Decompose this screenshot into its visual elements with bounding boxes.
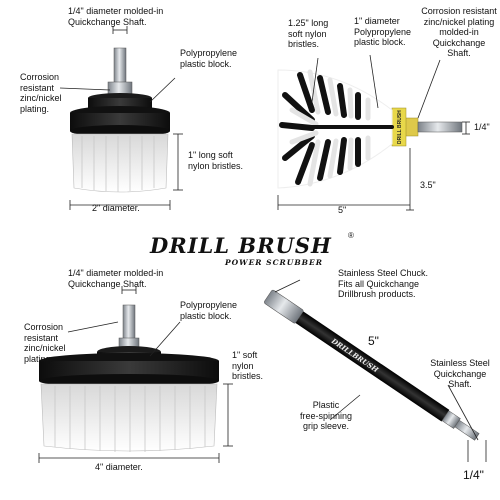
bl-bristles-label: 1" soft nylon bristles. (232, 350, 264, 381)
bl-shaft-label: 1/4" diameter molded-in Quickchange Shaf… (68, 268, 164, 289)
logo-tagline: POWER SCRUBBER (225, 258, 323, 267)
brush-4in (39, 304, 219, 452)
tr-height-dim: 3.5" (420, 180, 436, 190)
bl-diameter-label: 4" diameter. (95, 462, 143, 472)
tl-diameter-label: 2" diameter. (92, 203, 140, 213)
tl-block-label: Polypropylene plastic block. (180, 48, 238, 69)
dimension-lines-top-left (59, 26, 183, 210)
brush-cone: DRILL BRUSH (277, 69, 463, 189)
br-shaft-dim: 1/4" (463, 468, 484, 482)
bl-plating-label: Corrosion resistant zinc/nickel plating. (24, 322, 66, 364)
brush-2in (70, 47, 170, 193)
br-shaft-label: Stainless Steel Quickchange Shaft. (430, 358, 490, 389)
drillbrush-logo: DRILL BRUSH ® POWER SCRUBBER (150, 231, 360, 273)
br-length-dim: 5" (368, 334, 379, 348)
tr-plating-label: Corrosion resistant zinc/nickel plating … (421, 6, 497, 58)
tl-shaft-label: 1/4" diameter molded-in Quickchange Shaf… (68, 6, 164, 27)
dimension-lines-top-right (277, 54, 470, 211)
tl-plating-label: Corrosion resistant zinc/nickel plating. (20, 72, 62, 114)
logo-registered: ® (348, 231, 354, 240)
tl-bristles-label: 1" long soft nylon bristles. (188, 150, 244, 171)
bl-block-label: Polypropylene plastic block. (180, 300, 238, 321)
tr-bristles-label: 1.25" long soft nylon bristles. (288, 18, 329, 49)
dimension-lines-bottom-right (274, 279, 487, 462)
br-chuck-label: Stainless Steel Chuck. Fits all Quickcha… (338, 268, 429, 299)
tr-length-dim: 5" (338, 205, 347, 215)
br-sleeve-label: Plastic free-spinning grip sleeve. (299, 400, 353, 431)
tr-block-label: 1" diameter Polypropylene plastic block. (354, 16, 412, 47)
tr-shaft-dim: 1/4" (474, 122, 490, 132)
logo-brand: DRILL BRUSH (150, 233, 332, 258)
dimension-lines-bottom-left (38, 286, 233, 463)
cone-block-text: DRILL BRUSH (397, 110, 403, 144)
